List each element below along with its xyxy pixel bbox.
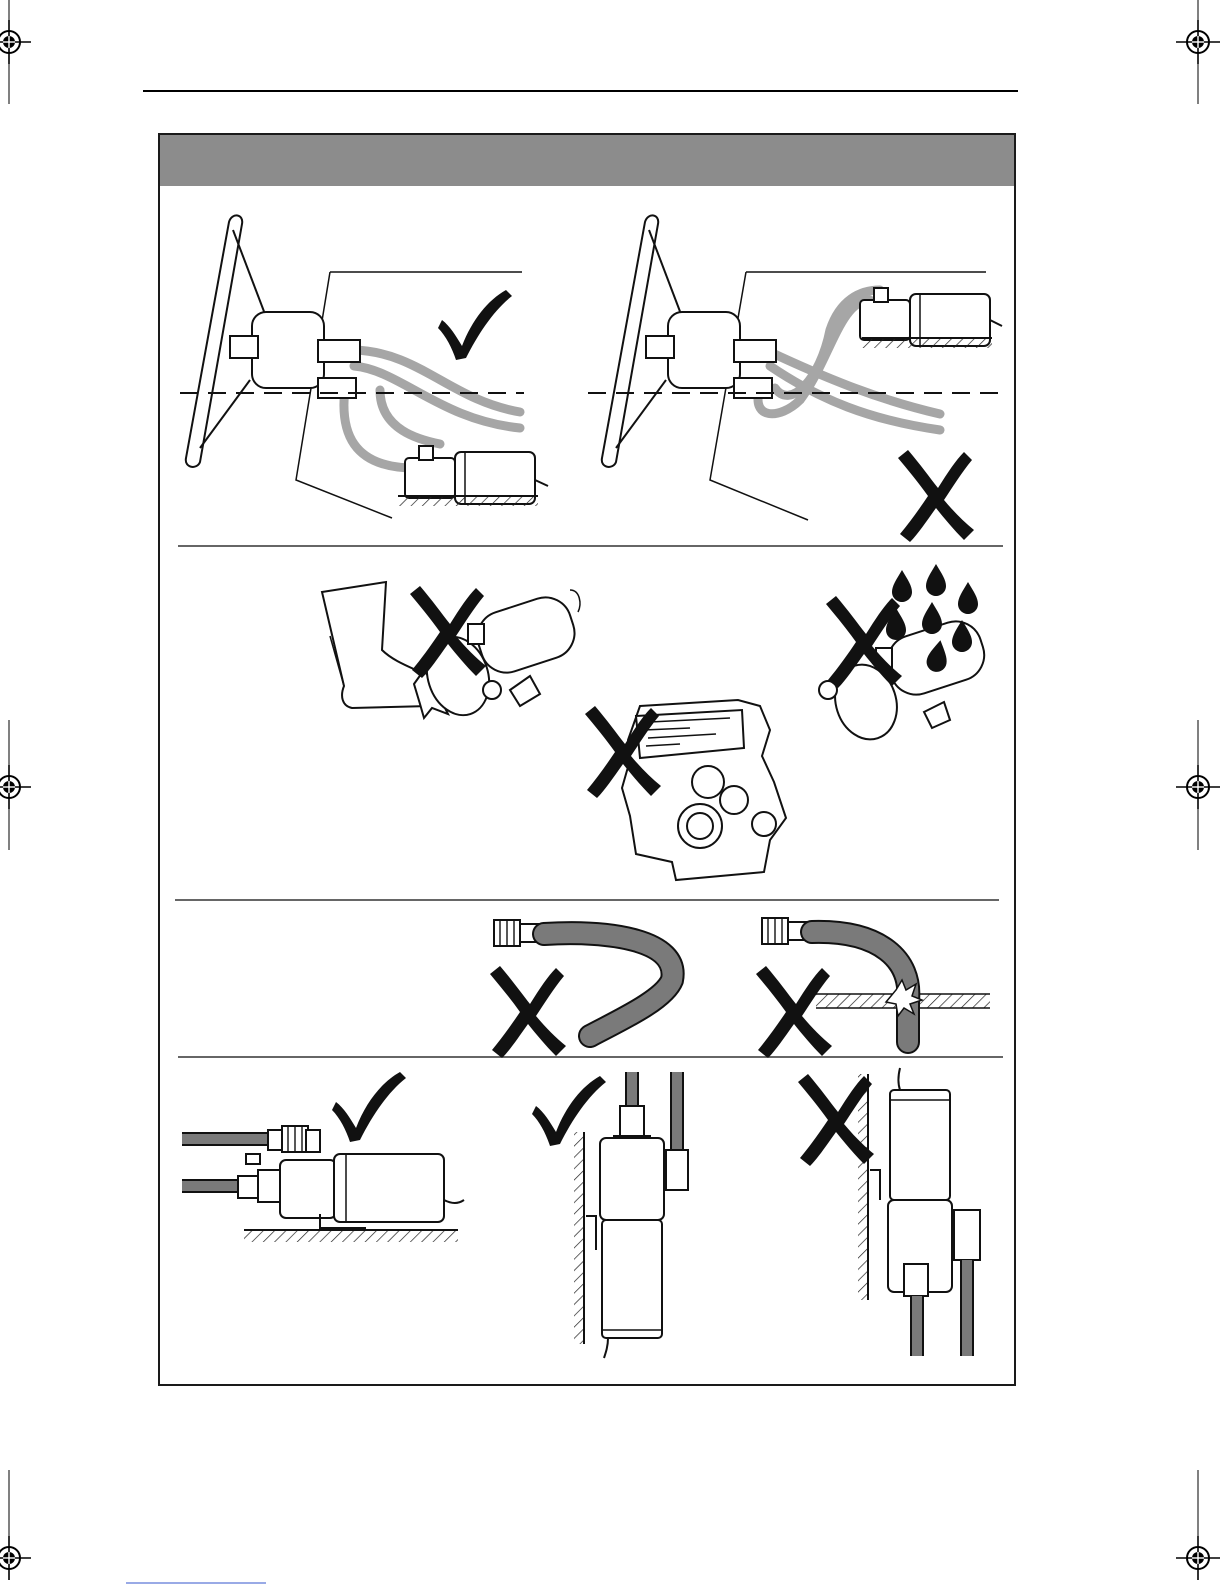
figure-header-bar xyxy=(160,135,1014,186)
